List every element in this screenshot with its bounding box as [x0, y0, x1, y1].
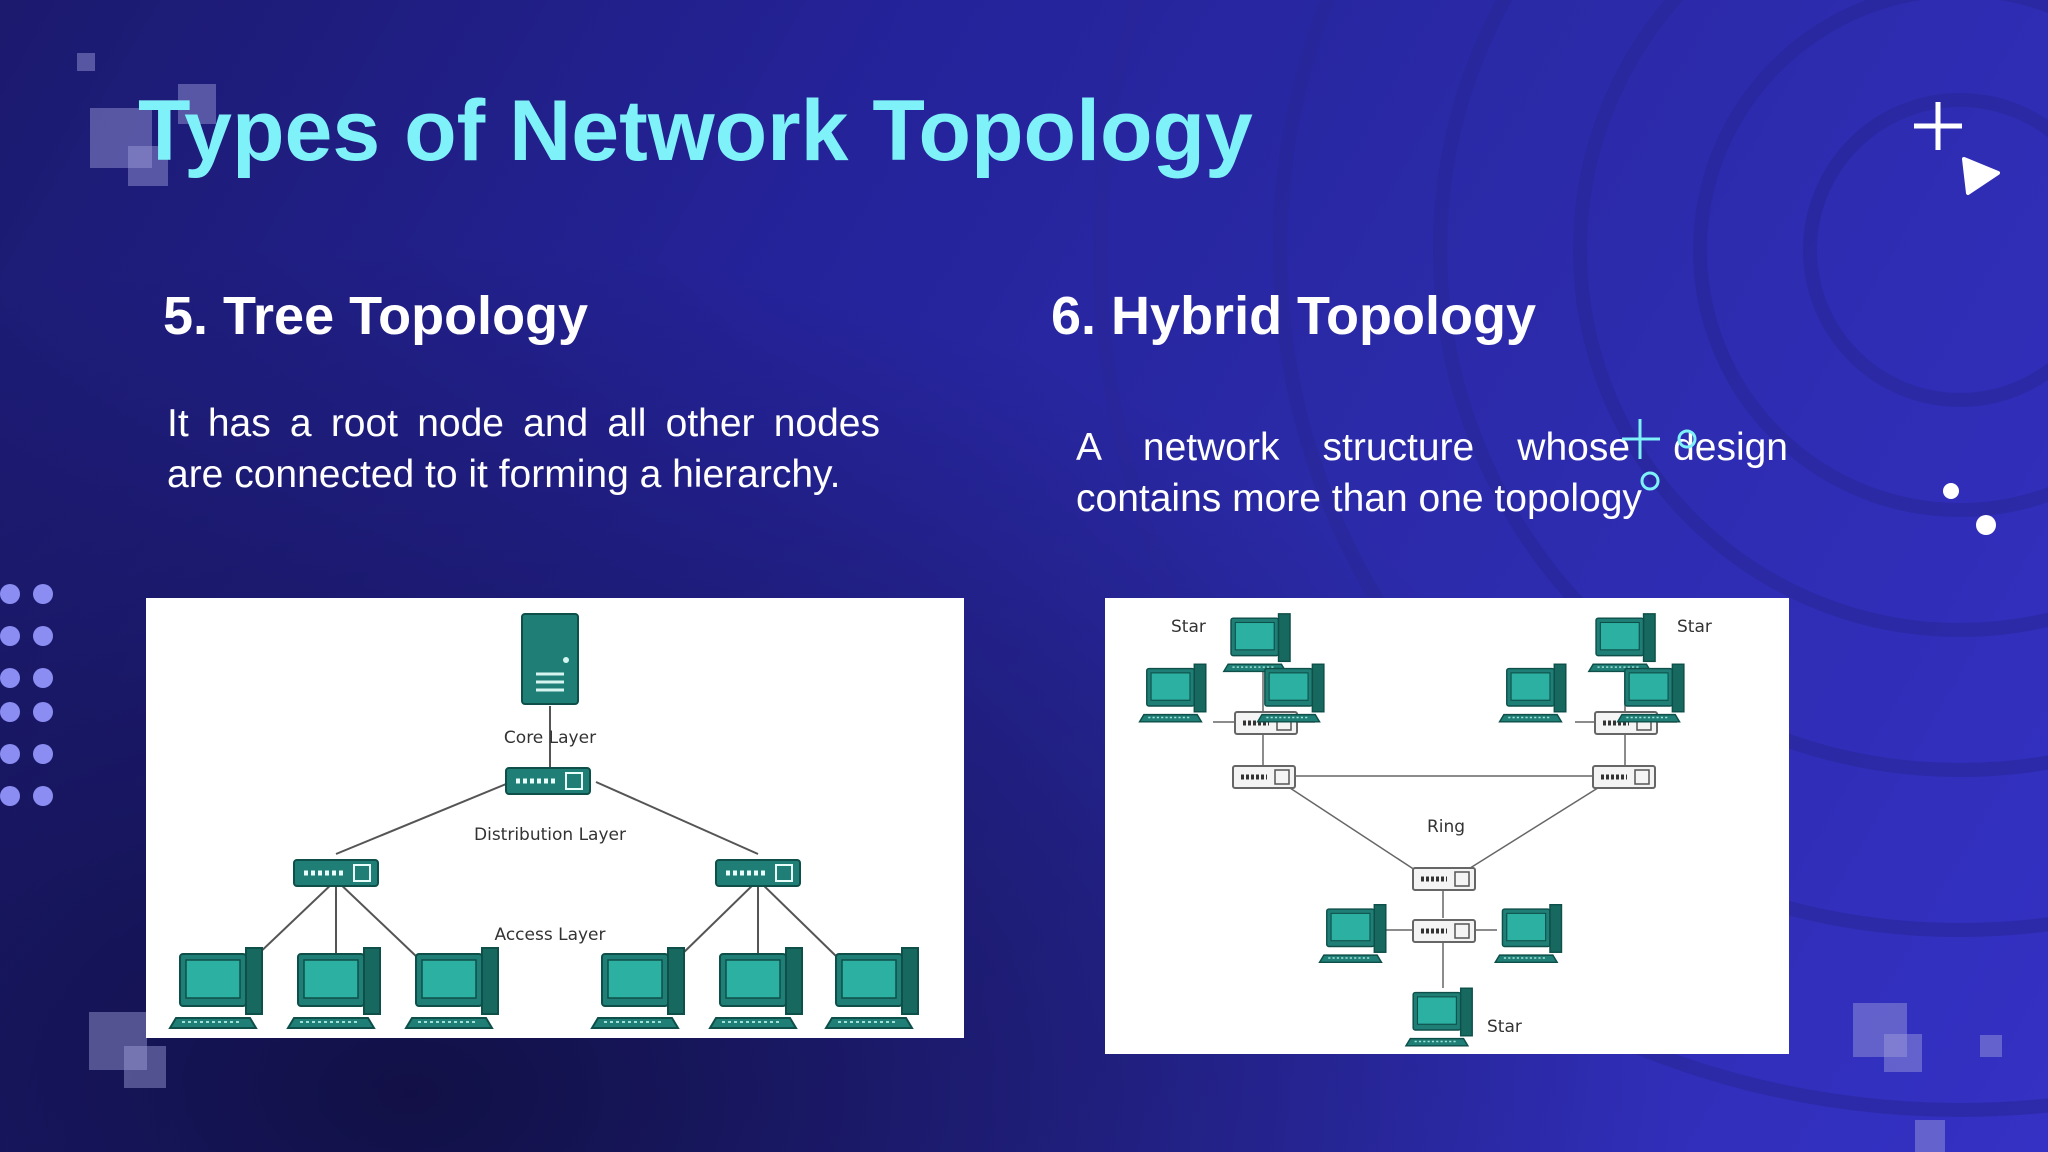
computer-icon — [1498, 663, 1567, 723]
plus-icon — [1914, 102, 1962, 150]
switch-icon — [1413, 920, 1475, 942]
switch-icon — [506, 768, 590, 794]
tree-diagram-svg: Core Layer Distribution Layer Access Lay… — [169, 613, 919, 1029]
decor-square — [1884, 1034, 1922, 1072]
dot-grid — [0, 584, 60, 814]
hybrid-topology-heading: 6. Hybrid Topology — [1051, 286, 1536, 346]
distribution-layer-label: Distribution Layer — [474, 825, 626, 845]
core-layer-label: Core Layer — [504, 728, 596, 748]
hybrid-diagram-svg: Star Star Ring Star — [1138, 613, 1712, 1047]
computer-icon — [1405, 987, 1473, 1047]
play-icon — [1962, 157, 2000, 195]
computer-icon — [405, 947, 499, 1029]
computer-icon — [1138, 663, 1207, 723]
decor-square — [89, 1012, 147, 1070]
switch-icon — [1413, 868, 1475, 890]
decor-dot — [1976, 515, 1996, 535]
tree-topology-heading: 5. Tree Topology — [163, 286, 589, 346]
computer-icon — [825, 947, 919, 1029]
star-right-label: Star — [1677, 617, 1712, 637]
computer-icon — [591, 947, 685, 1029]
decor-square — [1915, 1120, 1945, 1152]
switch-icon — [294, 860, 378, 886]
computer-icon — [169, 947, 263, 1029]
tree-links — [253, 706, 839, 959]
decor-cross-icon — [1622, 419, 1697, 491]
decor-dot — [1943, 483, 1959, 499]
hybrid-topology-diagram: Star Star Ring Star — [1105, 598, 1789, 1054]
server-icon — [521, 613, 579, 705]
switch-icon — [1233, 766, 1295, 788]
switch-icon — [1593, 766, 1655, 788]
hybrid-topology-description: A network structure whose design contain… — [1076, 426, 1788, 520]
slide-title: Types of Network Topology — [138, 83, 1253, 179]
tree-topology-description: It has a root node and all other nodes a… — [167, 402, 880, 496]
decor-square — [1853, 1003, 1907, 1057]
computer-icon — [709, 947, 803, 1029]
decor-square — [90, 108, 152, 168]
decor-square — [1980, 1035, 2002, 1057]
computer-icon — [287, 947, 381, 1029]
computer-icon — [1588, 613, 1656, 673]
switch-icon — [716, 860, 800, 886]
ring-label: Ring — [1427, 817, 1465, 837]
star-left-label: Star — [1171, 617, 1206, 637]
computer-icon — [1318, 903, 1387, 964]
decor-square — [128, 146, 168, 186]
star-bottom-label: Star — [1487, 1017, 1522, 1037]
decor-square — [124, 1046, 166, 1088]
computer-icon — [1494, 903, 1563, 964]
decor-square — [77, 53, 95, 71]
access-layer-label: Access Layer — [495, 925, 606, 945]
decor-square — [178, 84, 216, 124]
computer-icon — [1223, 613, 1291, 673]
tree-topology-diagram: Core Layer Distribution Layer Access Lay… — [146, 598, 964, 1038]
